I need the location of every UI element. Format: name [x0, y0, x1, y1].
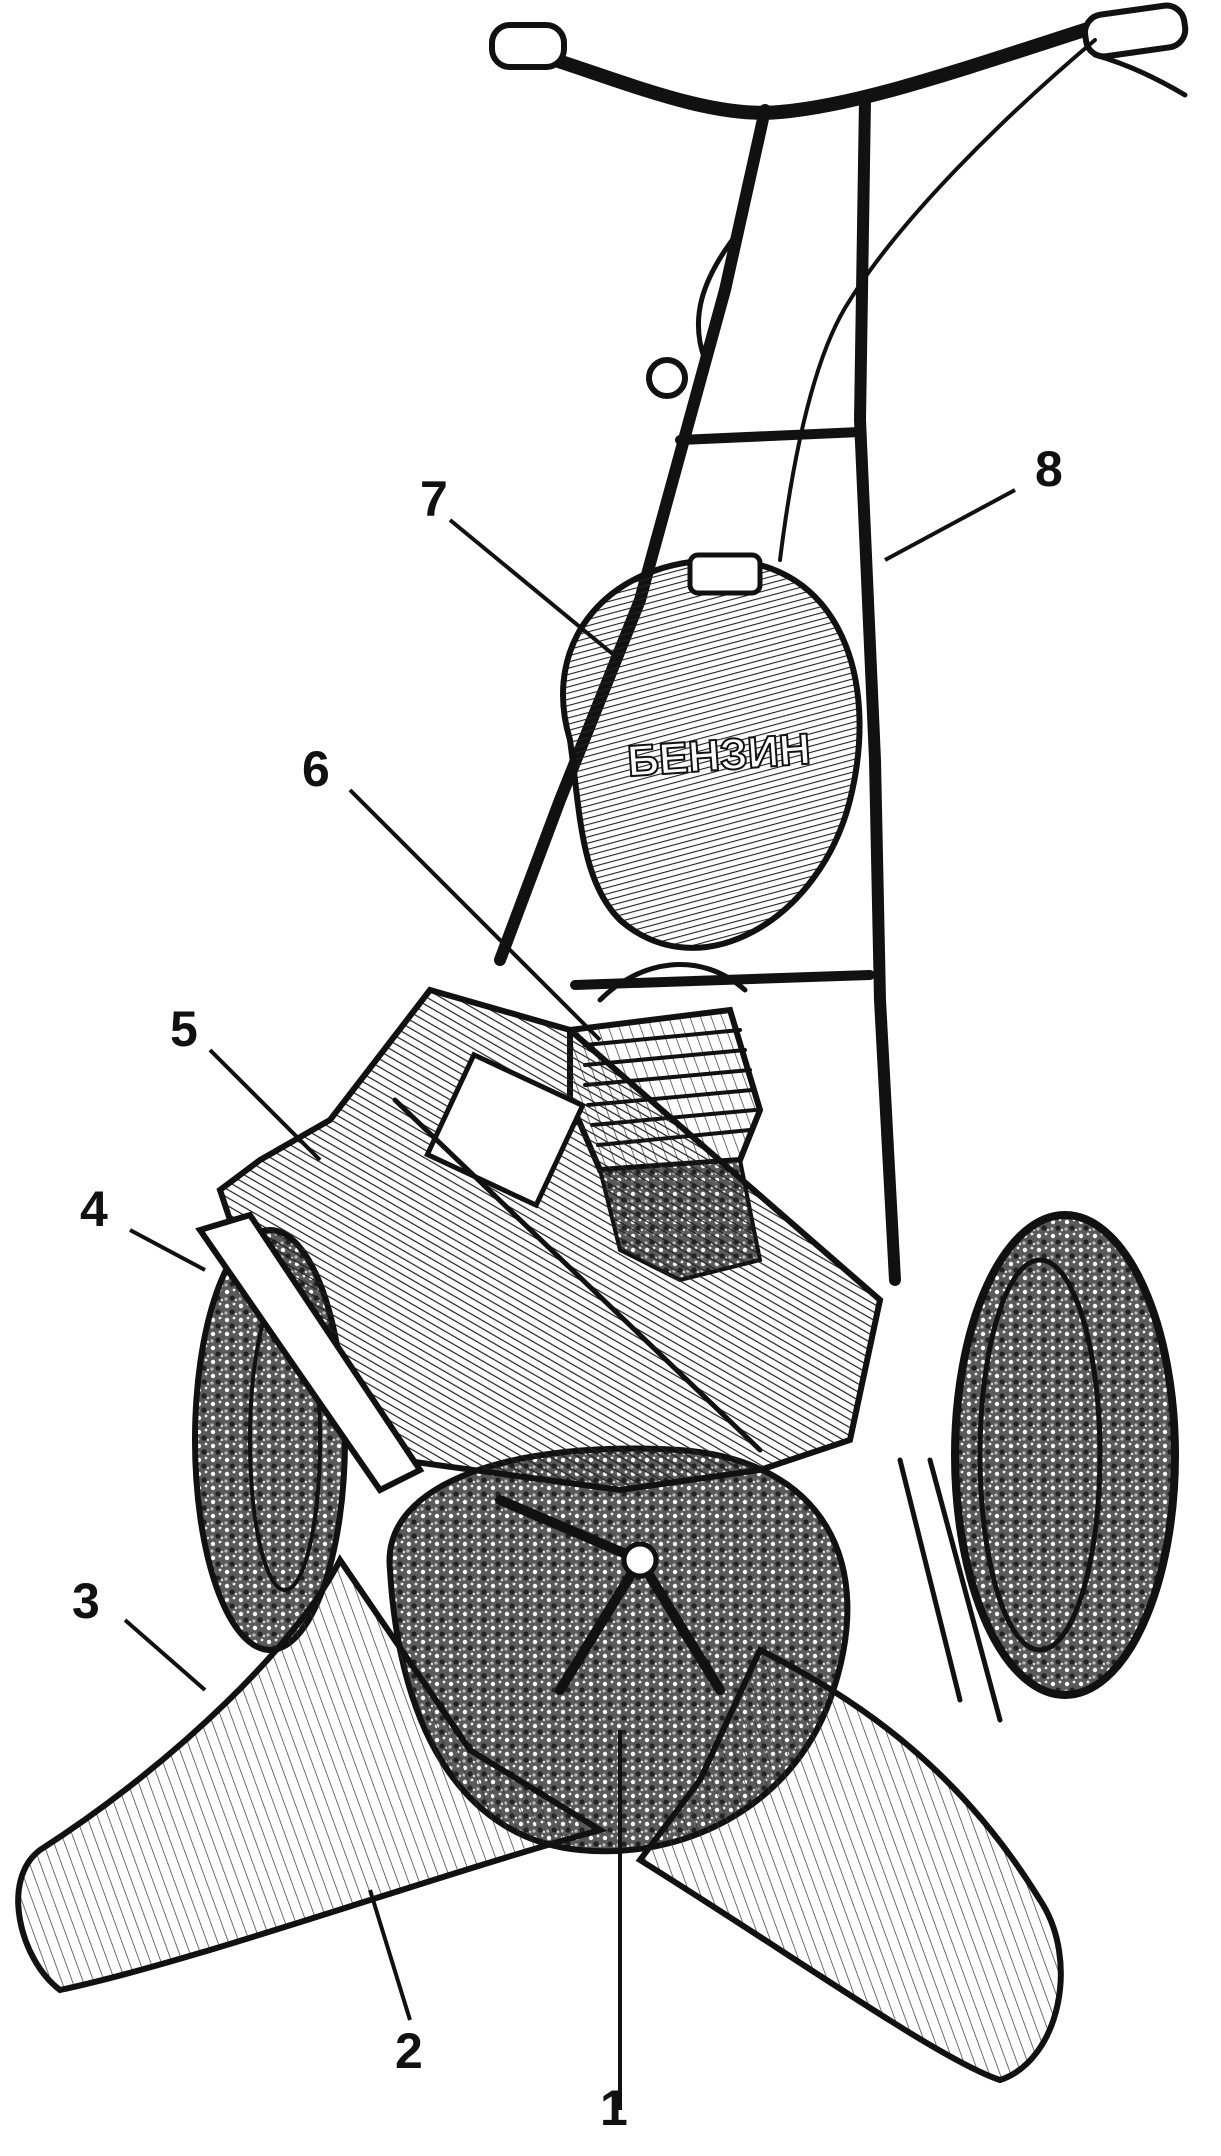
left-grip — [489, 22, 567, 70]
callout-8: 8 — [1035, 441, 1063, 497]
callout-1: 1 — [600, 2080, 628, 2136]
right-wheel — [951, 1211, 1179, 1699]
right-grip — [1082, 2, 1189, 60]
leader-2 — [368, 1889, 412, 2021]
handlebar — [489, 2, 1189, 562]
callout-4: 4 — [80, 1181, 108, 1237]
callout-6: 6 — [302, 741, 330, 797]
callout-7: 7 — [420, 471, 448, 527]
leader-lines — [123, 488, 1016, 2110]
leader-6 — [348, 788, 602, 1042]
callout-2: 2 — [395, 2023, 423, 2079]
leader-3 — [123, 1618, 207, 1692]
leader-7 — [448, 518, 622, 662]
fuel-tank: БЕНЗИН — [560, 552, 863, 951]
callout-3: 3 — [72, 1573, 100, 1629]
fuel-cap — [687, 552, 763, 596]
leader-4 — [129, 1228, 206, 1272]
leader-5 — [208, 1048, 322, 1162]
left-skid — [15, 1554, 608, 1994]
callout-5: 5 — [170, 1001, 198, 1057]
leader-8 — [884, 488, 1016, 562]
callout-labels: 1 2 3 4 5 6 7 8 — [72, 441, 1063, 2136]
discharge-chute — [195, 986, 884, 1494]
throttle-knob-icon — [646, 357, 688, 399]
right-skid — [635, 1457, 1064, 2084]
